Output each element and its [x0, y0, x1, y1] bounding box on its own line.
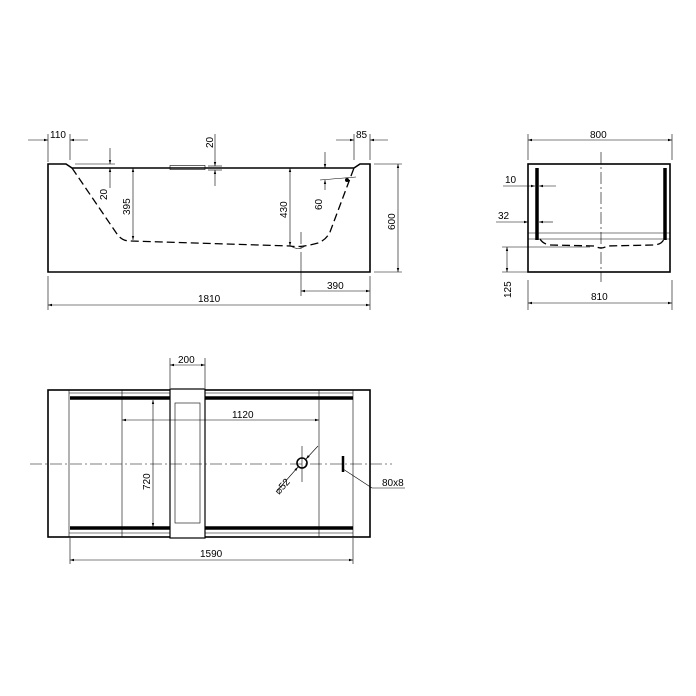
dim-1120: 1120 [232, 410, 254, 421]
front-outline [47, 163, 371, 273]
tray-inner [174, 402, 201, 524]
dim-720: 720 [142, 473, 153, 490]
dim-390: 390 [327, 281, 344, 292]
side-outline [527, 163, 671, 273]
front-view: 110 85 20 20 395 430 60 600 390 1810 [28, 130, 402, 310]
tray-panel [169, 388, 206, 539]
dim-diameter-52: ⌀52 [273, 477, 293, 497]
dim-60: 60 [314, 198, 325, 210]
dim-395: 395 [122, 198, 133, 215]
dim-800: 800 [590, 130, 607, 141]
top-outline [47, 389, 371, 538]
dim-125: 125 [503, 281, 514, 298]
drain [290, 245, 306, 249]
inner-basin-dashed [71, 167, 355, 248]
top-view: 200 1120 720 ⌀52 80x8 1590 [30, 355, 405, 564]
dim-430: 430 [279, 201, 290, 218]
dim-200: 200 [178, 355, 195, 366]
dim-85: 85 [356, 130, 368, 141]
dim-20-top: 20 [205, 136, 216, 148]
side-basin-dashed [539, 238, 665, 249]
dim-10: 10 [505, 175, 517, 186]
dim-600: 600 [387, 213, 398, 230]
dim-32: 32 [498, 211, 510, 222]
dim-20-left: 20 [99, 188, 110, 200]
dim-1590: 1590 [200, 549, 223, 560]
dim-80x8: 80x8 [382, 478, 404, 489]
handle-grip [169, 165, 206, 170]
dim-810: 810 [591, 292, 608, 303]
overflow [345, 178, 349, 182]
dim-110: 110 [50, 130, 66, 141]
side-view: 800 10 32 125 810 [496, 130, 673, 310]
dim-1810: 1810 [198, 294, 221, 305]
